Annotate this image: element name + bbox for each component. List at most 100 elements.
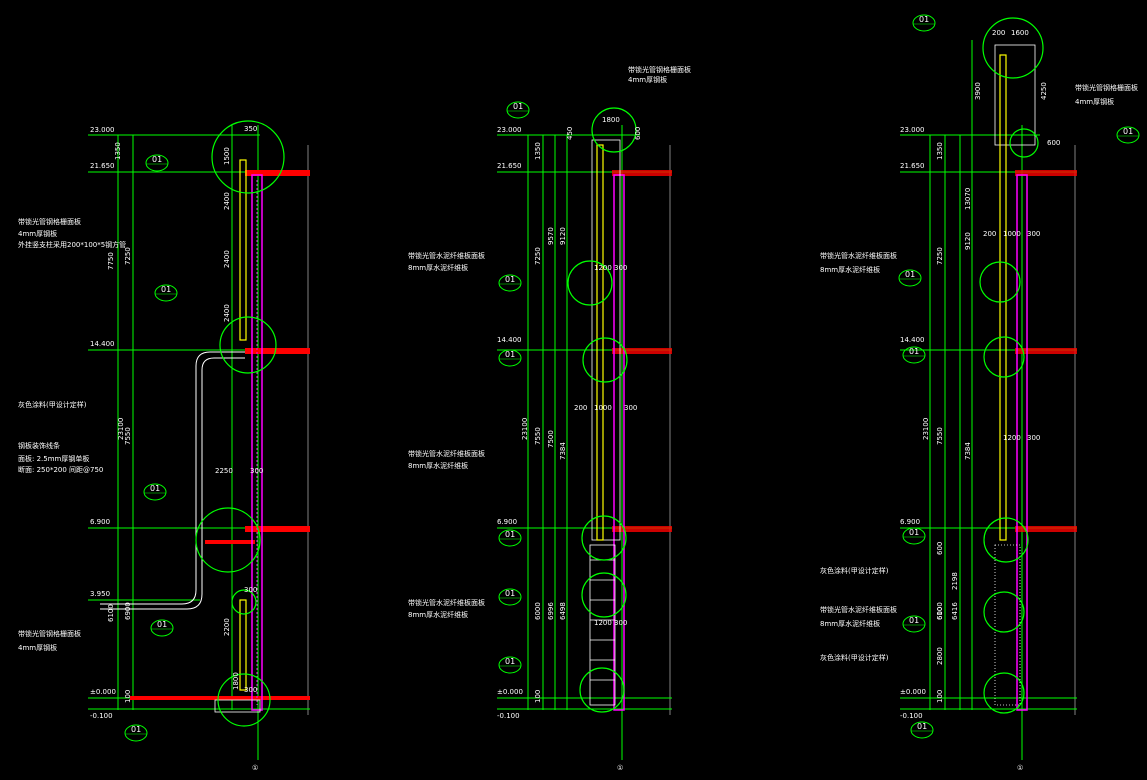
s1-dim-vo-4: 100 (124, 690, 132, 703)
s1-dim-h-1: 2250 (215, 467, 233, 475)
s2-note-2: 带锁光管水泥纤维板面板 (408, 251, 485, 260)
s2-dim-top-0: 1800 (602, 116, 620, 124)
s2-note-3: 8mm厚水泥纤维板 (408, 263, 468, 272)
s2-dim-vi-6: 6498 (559, 602, 567, 620)
s1-note-1: 4mm厚钢板 (18, 229, 57, 238)
s3-dim-vo-2: 7550 (936, 427, 944, 445)
s3-tag-2: 01 (905, 270, 915, 279)
s1-dim-h-3: 300 (244, 586, 257, 594)
s1-level-4: 3.950 (90, 590, 110, 598)
s3-dim-vo-1: 23100 (922, 418, 930, 440)
s2-tag-0-bubble (506, 101, 530, 119)
s1-level-3: 6.900 (90, 518, 110, 526)
section-2 (497, 107, 672, 760)
s2-dim-vo-0: 7250 (534, 247, 542, 265)
s1-dim-vn-3: 2400 (223, 304, 231, 322)
s2-dim-h-4: 300 (624, 404, 637, 412)
s3-dim-top-2: 4250 (1040, 82, 1048, 100)
s3-dim-vi-6: 2198 (951, 572, 959, 590)
s1-dim-vn-2: 2400 (223, 250, 231, 268)
s2-dim-h-2: 200 (574, 404, 587, 412)
s3-dim-vi-7: 600 (936, 607, 944, 620)
s3-tag-1: 01 (1123, 127, 1133, 136)
s2-note-4: 带锁光管水泥纤维板面板 (408, 449, 485, 458)
s2-level-0: 23.000 (497, 126, 522, 134)
s1-tag-4: 01 (131, 725, 141, 734)
s2-dim-vi-4: 7384 (559, 442, 567, 460)
s2-tag-3: 01 (505, 530, 515, 539)
s1-tag-0-bubble (145, 154, 169, 172)
s3-dim-h-4: 300 (1027, 434, 1040, 442)
s2-dim-h-1: 300 (614, 264, 627, 272)
s2-level-5: -0.100 (497, 712, 520, 720)
s1-tag-2-bubble (143, 483, 167, 501)
s1-note-3: 灰色涂料(甲设计定样) (18, 400, 87, 409)
s2-tag-2: 01 (505, 350, 515, 359)
s1-tag-4-bubble (124, 724, 148, 742)
s3-note-0: 带锁光管钢格栅面板 (1075, 83, 1138, 92)
s1-level-1: 21.650 (90, 162, 115, 170)
s2-level-1: 21.650 (497, 162, 522, 170)
s3-note-4: 灰色涂料(甲设计定样) (820, 566, 889, 575)
s3-note-5: 带锁光管水泥纤维板面板 (820, 605, 897, 614)
s3-tag-4-bubble (902, 527, 926, 545)
s2-tag-5: 01 (505, 657, 515, 666)
s3-axis: ① (1017, 764, 1023, 772)
s1-level-5: ±0.000 (90, 688, 116, 696)
s3-tag-6-bubble (910, 721, 934, 739)
s3-tag-2-bubble (898, 269, 922, 287)
s1-dim-vo-2: 7550 (124, 427, 132, 445)
s3-tag-3: 01 (909, 347, 919, 356)
s3-dim-vo-3: 6100 (936, 602, 944, 620)
s3-tag-0-bubble (912, 14, 936, 32)
s3-dim-vi-0: 3900 (974, 82, 982, 100)
s1-note-5: 面板: 2.5mm厚钢单板 (18, 454, 89, 463)
s2-dim-vi-1: 9570 (547, 227, 555, 245)
s3-dim-vi-3: 9120 (964, 232, 972, 250)
s3-level-4: ±0.000 (900, 688, 926, 696)
s1-tag-3: 01 (157, 620, 167, 629)
s2-tag-1: 01 (505, 275, 515, 284)
s1-dim-h-4: 300 (244, 686, 257, 694)
s1-dim-vi-0: 1350 (114, 142, 122, 160)
s2-dim-vi-2: 9120 (559, 227, 567, 245)
s3-note-2: 带锁光管水泥纤维板面板 (820, 251, 897, 260)
s2-dim-vi-5: 6996 (547, 602, 555, 620)
s3-tag-5: 01 (909, 616, 919, 625)
s1-note-8: 4mm厚钢板 (18, 643, 57, 652)
s3-dim-top-3: 600 (1047, 139, 1060, 147)
s3-dim-vi-5: 600 (936, 542, 944, 555)
s1-tag-0: 01 (152, 155, 162, 164)
s3-note-3: 8mm厚水泥纤维板 (820, 265, 880, 274)
s2-level-3: 6.900 (497, 518, 517, 526)
s2-note-0: 带锁光管钢格栅面板 (628, 65, 691, 74)
s3-level-3: 6.900 (900, 518, 920, 526)
s3-dim-h-0: 200 (983, 230, 996, 238)
s1-dim-vn-5: 1800 (232, 672, 240, 690)
s2-dim-top-1: 450 (566, 127, 574, 140)
s1-dim-vo-0: 7250 (124, 247, 132, 265)
s1-dim-h-2: 300 (250, 467, 263, 475)
s3-tag-5-bubble (902, 615, 926, 633)
s2-dim-vo-4: 100 (534, 690, 542, 703)
s3-level-5: -0.100 (900, 712, 923, 720)
s2-dim-h-0: 1200 (594, 264, 612, 272)
s2-dim-h-6: 300 (614, 619, 627, 627)
s3-tag-3-bubble (902, 346, 926, 364)
s3-note-1: 4mm厚钢板 (1075, 97, 1114, 106)
s2-dim-vi-3: 7500 (547, 430, 555, 448)
s3-dim-vi-2: 13070 (964, 188, 972, 210)
s2-note-1: 4mm厚钢板 (628, 75, 667, 84)
s3-dim-h-1: 1000 (1003, 230, 1021, 238)
s2-level-4: ±0.000 (497, 688, 523, 696)
s3-note-7: 灰色涂料(甲设计定样) (820, 653, 889, 662)
s3-dim-vo-0: 7250 (936, 247, 944, 265)
s2-dim-vo-2: 7550 (534, 427, 542, 445)
s3-tag-6: 01 (917, 722, 927, 731)
s2-tag-4: 01 (505, 589, 515, 598)
s3-level-0: 23.000 (900, 126, 925, 134)
s3-dim-h-2: 300 (1027, 230, 1040, 238)
s1-level-0: 23.000 (90, 126, 115, 134)
s1-tag-1-bubble (154, 284, 178, 302)
